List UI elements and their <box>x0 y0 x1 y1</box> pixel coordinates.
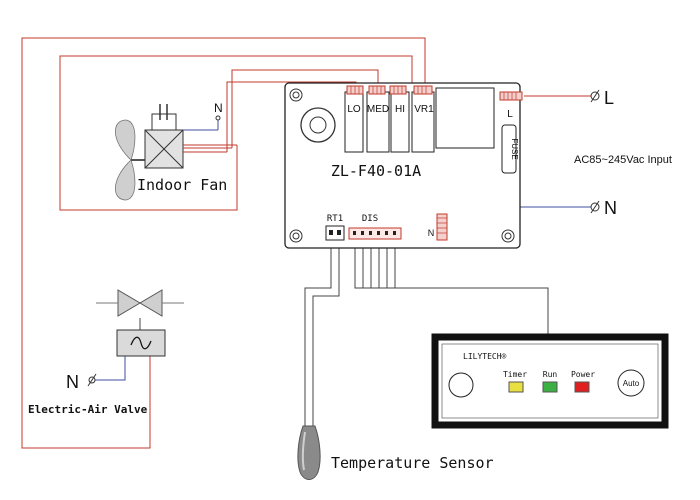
fuse-label: FUSE <box>510 138 519 159</box>
relay-label-med: MED <box>367 104 389 115</box>
mount-hole-bl <box>289 229 303 243</box>
fuse <box>501 124 517 174</box>
board-outline <box>284 82 521 249</box>
rt1-label: RT1 <box>327 214 343 224</box>
mount-hole-br <box>501 229 515 243</box>
ac-wave-icon <box>130 336 152 350</box>
fan-label: Indoor Fan <box>137 176 227 194</box>
relay-label-hi: HI <box>395 104 405 115</box>
display-panel: LILYTECH® Timer Run Power Auto <box>431 333 669 429</box>
wire-sensor-2 <box>312 241 340 426</box>
power-indicator <box>574 381 590 393</box>
power-input-spec: AC85~245Vac Input <box>574 154 672 166</box>
valve-neutral-label: N <box>66 372 79 392</box>
sensor-label: Temperature Sensor <box>331 454 494 472</box>
wire-valve-to-vr1 <box>21 37 426 449</box>
board-live-label: L <box>507 109 513 120</box>
wire-display <box>354 239 549 338</box>
sensor-probe-icon <box>297 425 321 480</box>
wire-fan-med <box>231 69 379 148</box>
auto-button-label: Auto <box>623 379 640 388</box>
relay-label-vr1: VR1 <box>414 104 434 115</box>
valve-label: Electric-Air Valve <box>28 403 148 416</box>
temperature-sensor: Temperature Sensor <box>297 425 494 480</box>
valve-icon <box>117 289 163 317</box>
dis-label: DIS <box>362 214 378 224</box>
power-input: L N AC85~245Vac Input <box>574 88 672 218</box>
power-neutral-label: N <box>604 198 617 218</box>
board-capacitor <box>300 107 336 143</box>
wire-sensor <box>304 241 332 426</box>
fan-capacitor <box>151 113 177 130</box>
dis-connector <box>348 227 402 240</box>
run-indicator <box>542 381 558 393</box>
fan-neutral-label: N <box>214 101 223 115</box>
wire-valve-neutral <box>94 356 126 381</box>
run-indicator-label: Run <box>543 370 558 379</box>
rt1-connector <box>325 225 345 241</box>
electric-air-valve: N Electric-Air Valve <box>28 289 184 416</box>
auto-button[interactable] <box>617 369 645 397</box>
board-neutral-label: N <box>428 228 435 238</box>
timer-indicator-label: Timer <box>503 370 527 379</box>
power-indicator-label: Power <box>571 370 595 379</box>
power-live-label: L <box>604 88 614 108</box>
control-board: LO MED HI VR1 L FUSE ZL-F40-01A RT1 DIS … <box>284 82 523 249</box>
transformer <box>435 87 495 149</box>
board-model: ZL-F40-01A <box>331 162 421 180</box>
indoor-fan: N Indoor Fan <box>114 101 237 201</box>
mount-hole-tl <box>289 88 303 102</box>
timer-indicator <box>508 381 524 393</box>
red-wires <box>21 37 592 449</box>
display-brand: LILYTECH® <box>463 352 507 361</box>
display-knob[interactable] <box>448 372 474 398</box>
wire-fan-loop <box>59 55 413 211</box>
neutral-terminal <box>436 213 448 241</box>
relay-label-lo: LO <box>347 104 361 115</box>
fan-icon <box>114 119 136 201</box>
